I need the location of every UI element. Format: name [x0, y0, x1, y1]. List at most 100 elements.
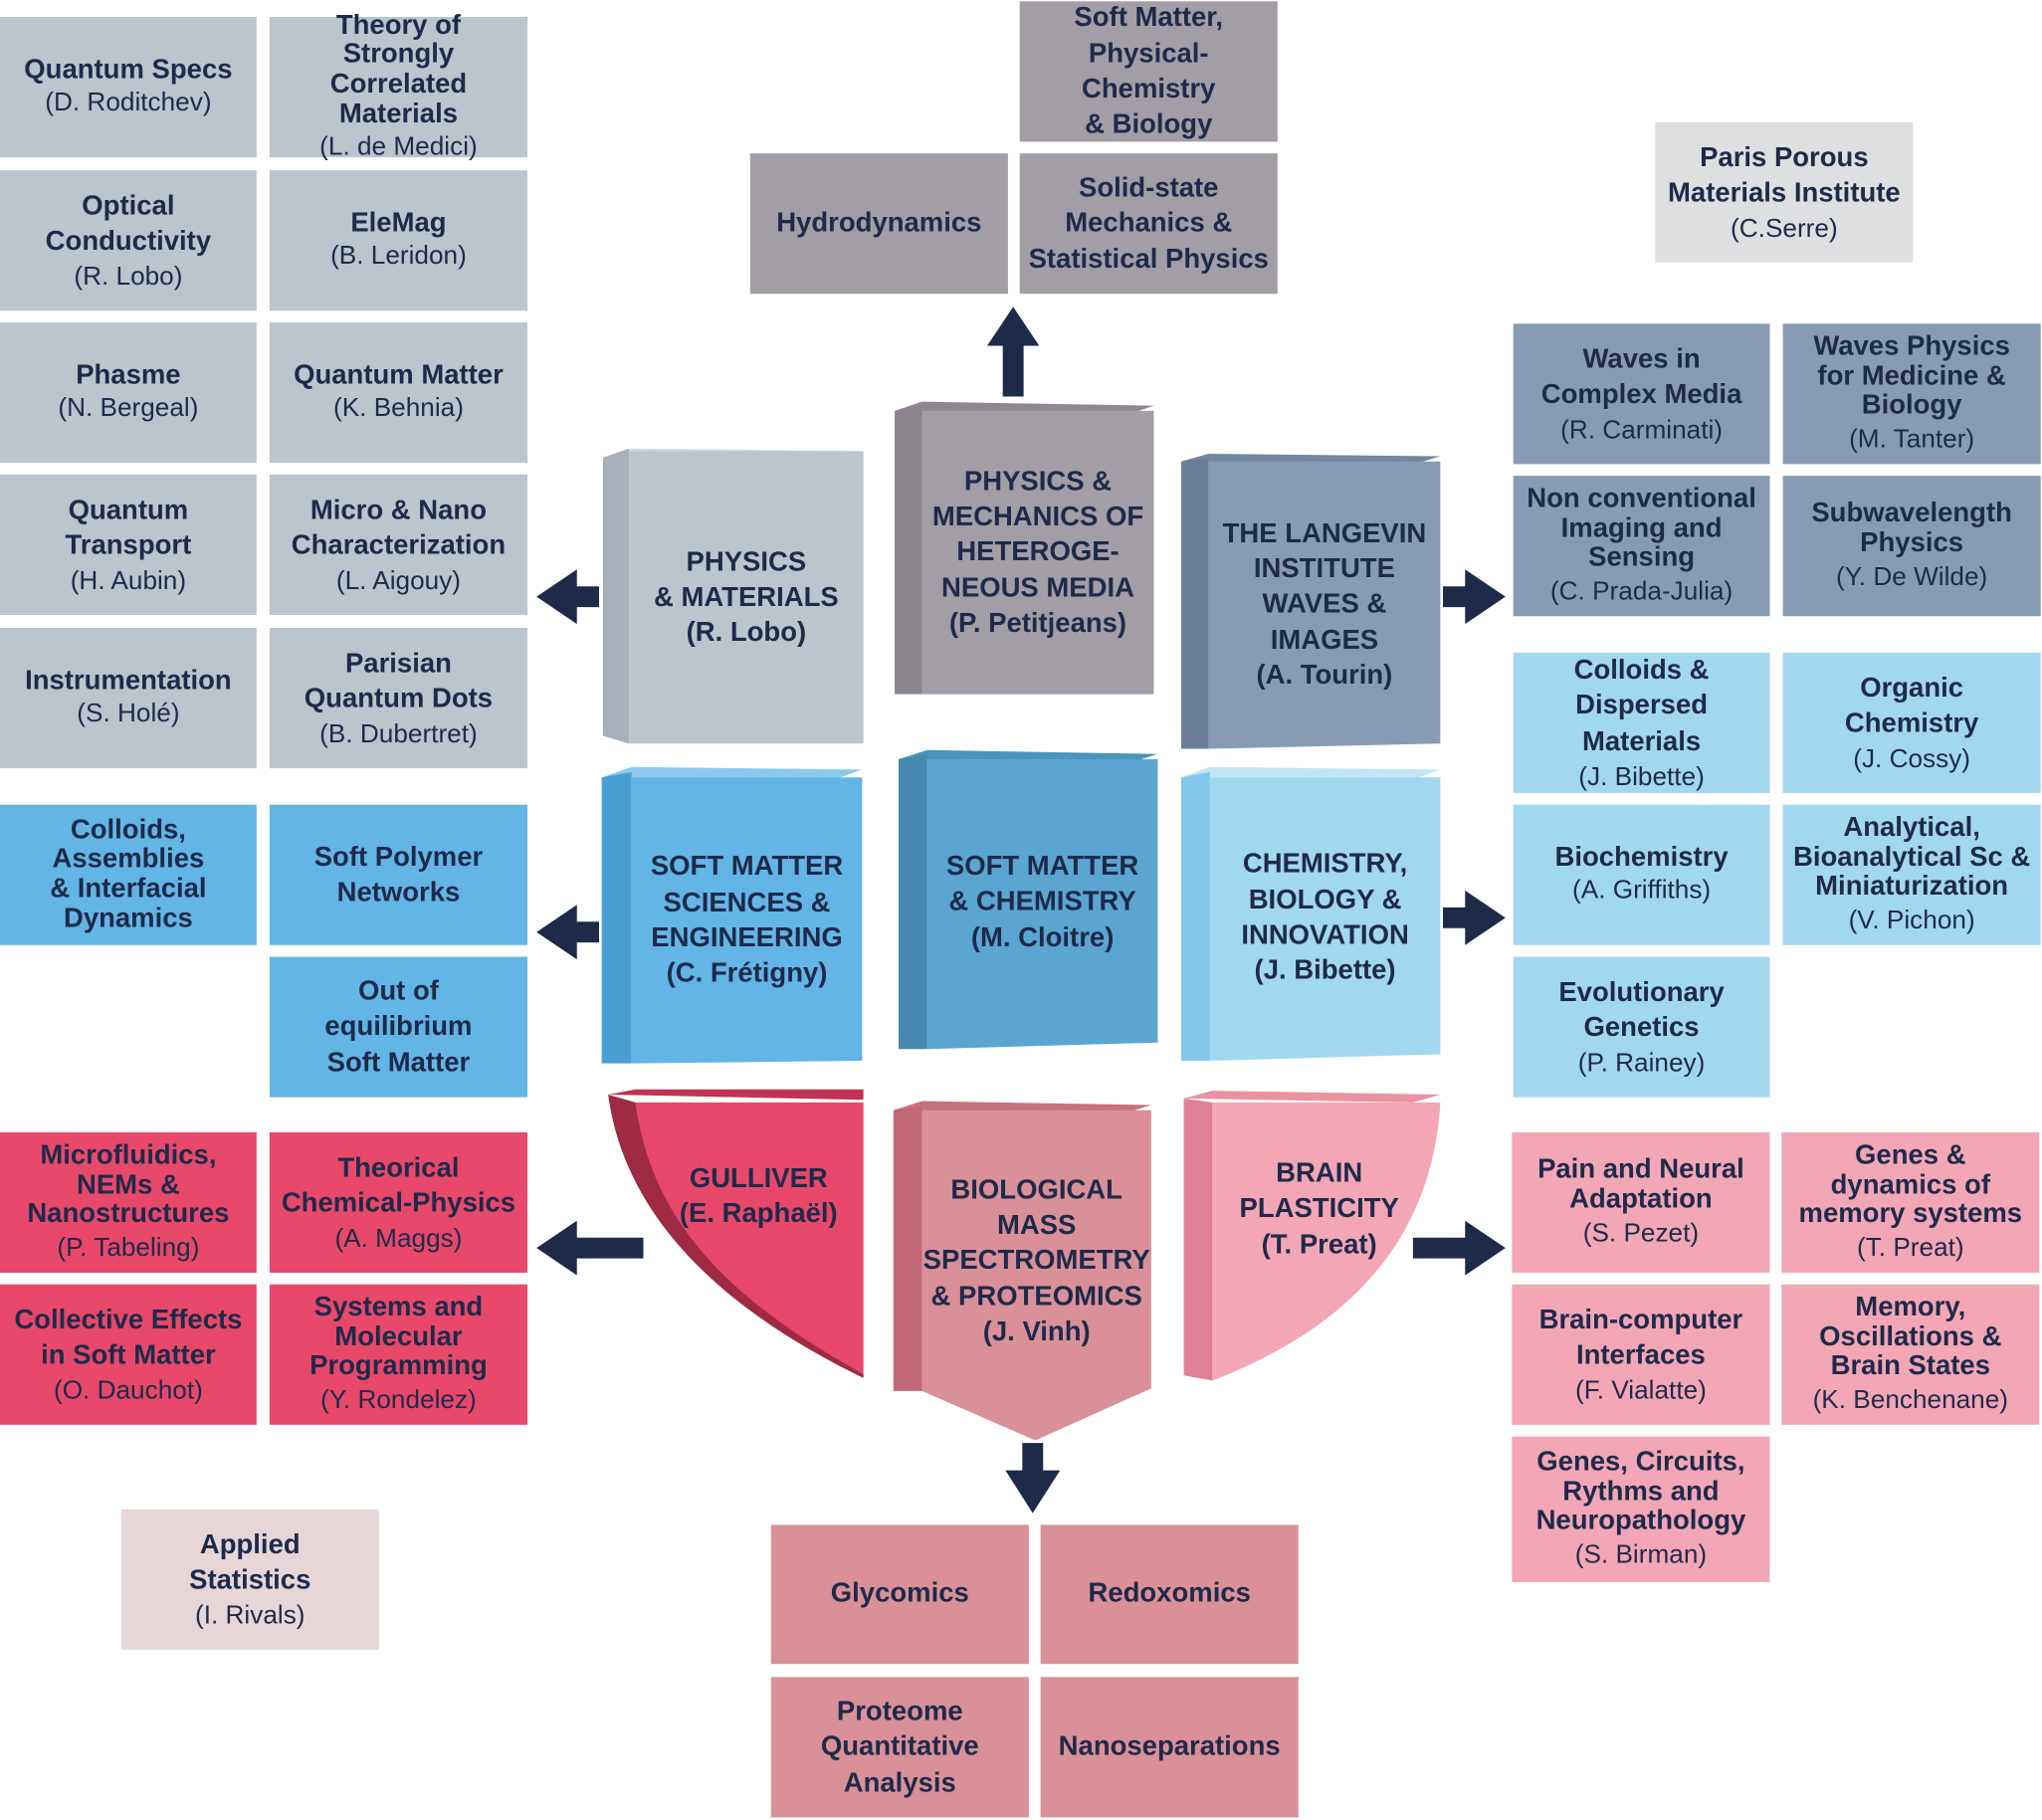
team-title: Genes & dynamics of memory systems	[1798, 1139, 2023, 1230]
team-person: (L. Aigouy)	[335, 566, 462, 596]
team-title: Memory, Oscillations & Brain States	[1819, 1292, 2002, 1381]
hub-soft-matter-eng-person: (C. Frétigny)	[666, 958, 828, 989]
team-person: (F. Vialatte)	[1574, 1376, 1707, 1406]
team-title: Hydrodynamics	[776, 207, 982, 238]
hub-chem-bio: CHEMISTRY, BIOLOGY & INNOVATION (J. Bibe…	[1210, 777, 1441, 1058]
team-solid-state: Solid-state Mechanics & Statistical Phys…	[1019, 153, 1278, 295]
team-collective-effects: Collective Effects in Soft Matter (O. Da…	[0, 1284, 257, 1425]
team-genes-memory: Genes & dynamics of memory systems (T. P…	[1781, 1131, 2040, 1273]
hub-bio-mass-person: (J. Vinh)	[982, 1316, 1091, 1347]
team-person: (C.Serre)	[1731, 214, 1838, 244]
team-title: EleMag	[350, 207, 447, 238]
team-person: (D. Roditchev)	[45, 89, 212, 118]
team-title: Quantum Matter	[294, 359, 504, 390]
team-evolutionary-genetics: Evolutionary Genetics (P. Rainey)	[1513, 956, 1770, 1098]
team-person: (B. Dubertret)	[319, 720, 478, 749]
team-quantum-specs: Quantum Specs (D. Roditchev)	[0, 16, 257, 158]
team-person: (V. Pichon)	[1848, 906, 1975, 935]
team-person: (A. Griffiths)	[1572, 876, 1712, 906]
hub-gulliver-block	[608, 1089, 864, 1378]
team-title: Colloids, Assemblies & Interfacial Dynam…	[50, 814, 207, 933]
hub-chem-bio-block	[1180, 766, 1441, 1062]
team-title: Theorical Chemical-Physics	[281, 1152, 516, 1219]
team-redoxomics: Redoxomics	[1040, 1524, 1299, 1665]
team-person: (B. Leridon)	[330, 242, 467, 272]
team-person: (J. Cossy)	[1853, 744, 1971, 774]
team-soft-matter-phys-chem: Soft Matter, Physical-Chemistry & Biolog…	[1019, 1, 1278, 142]
team-title: Phasme	[76, 359, 181, 390]
hub-brain-title: BRAIN PLASTICITY	[1239, 1158, 1399, 1224]
team-elemag: EleMag (B. Leridon)	[269, 170, 528, 311]
hub-bio-mass-title: BIOLOGICAL MASS SPECTROMETRY & PROTEOMIC…	[922, 1174, 1150, 1312]
hub-gulliver: GULLIVER (E. Raphaël)	[645, 1157, 873, 1235]
team-person: (S. Pezet)	[1582, 1219, 1700, 1248]
hub-langevin-title: THE LANGEVIN INSTITUTE WAVES & IMAGES	[1222, 517, 1427, 655]
hub-soft-matter-chem-person: (M. Cloitre)	[970, 922, 1115, 953]
team-out-equilibrium: Out of equilibrium Soft Matter	[269, 956, 528, 1098]
team-title: Genes, Circuits, Rythms and Neuropatholo…	[1535, 1447, 1746, 1536]
team-person: (Y. Rondelez)	[320, 1385, 477, 1415]
arrow-up	[986, 306, 1040, 397]
team-pain-neural: Pain and Neural Adaptation (S. Pezet)	[1512, 1131, 1770, 1273]
team-title: Colloids & Dispersed Materials	[1573, 655, 1710, 756]
team-title: Applied Statistics	[189, 1529, 311, 1595]
arrow-left-soft	[536, 905, 599, 960]
team-nanoseparations: Nanoseparations	[1040, 1677, 1299, 1818]
arrow-left-gulliver	[536, 1220, 644, 1276]
team-title: Redoxomics	[1088, 1578, 1251, 1609]
team-person: (I. Rivals)	[194, 1601, 306, 1631]
hub-gulliver-person: (E. Raphaël)	[679, 1198, 838, 1229]
team-applied-statistics: Applied Statistics (I. Rivals)	[120, 1509, 379, 1650]
team-title: Proteome Quantitative Analysis	[820, 1696, 979, 1798]
team-title: Optical Conductivity	[45, 190, 212, 257]
team-quantum-dots: Parisian Quantum Dots (B. Dubertret)	[269, 628, 528, 769]
team-analytical: Analytical, Bioanalytical Sc & Miniaturi…	[1782, 804, 2041, 945]
hub-soft-matter-chem-title: SOFT MATTER & CHEMISTRY	[945, 851, 1139, 917]
team-title: Evolutionary Genetics	[1558, 977, 1725, 1043]
hub-physics-mechanics-block	[895, 401, 1154, 695]
team-title: Quantum Specs	[24, 54, 233, 85]
team-title: Instrumentation	[25, 665, 232, 696]
hub-soft-matter-eng-title: SOFT MATTER SCIENCES & ENGINEERING	[650, 852, 844, 953]
team-title: Micro & Nano Characterization	[291, 495, 507, 561]
team-quantum-transport: Quantum Transport (H. Aubin)	[0, 474, 257, 615]
hub-physics-materials-title: PHYSICS & MATERIALS	[653, 546, 839, 613]
arrow-down	[1005, 1443, 1061, 1514]
hub-soft-matter-chem: SOFT MATTER & CHEMISTRY (M. Cloitre)	[927, 759, 1158, 1045]
team-title: Parisian Quantum Dots	[304, 648, 494, 714]
hub-chem-bio-title: CHEMISTRY, BIOLOGY & INNOVATION	[1241, 849, 1409, 951]
team-title: Soft Polymer Networks	[313, 842, 484, 908]
team-title: Microfluidics, NEMs & Nanostructures	[27, 1139, 230, 1230]
team-instrumentation: Instrumentation (S. Holé)	[0, 628, 257, 769]
hub-gulliver-title: GULLIVER	[689, 1162, 828, 1193]
hub-bio-mass: BIOLOGICAL MASS SPECTROMETRY & PROTEOMIC…	[922, 1163, 1151, 1358]
team-theory-correlated: Theory of Strongly Correlated Materials …	[269, 10, 528, 161]
hub-soft-matter-eng-block	[601, 766, 863, 1064]
team-title: Biochemistry	[1554, 842, 1729, 873]
arrows	[536, 306, 1506, 1514]
team-person: (P. Rainey)	[1577, 1049, 1706, 1079]
team-non-conventional: Non conventional Imaging and Sensing (C.…	[1513, 476, 1770, 617]
hub-physics-materials: PHYSICS & MATERIALS (R. Lobo)	[629, 451, 864, 743]
team-title: Solid-state Mechanics & Statistical Phys…	[1028, 172, 1269, 275]
team-phasme: Phasme (N. Bergeal)	[0, 321, 257, 464]
team-title: Waves in Complex Media	[1540, 343, 1742, 410]
team-person: (S. Holé)	[77, 700, 180, 729]
hub-brain-block	[1183, 1091, 1441, 1381]
team-subwavelength: Subwavelength Physics (Y. De Wilde)	[1782, 476, 2041, 617]
team-person: (M. Tanter)	[1849, 425, 1975, 454]
arrow-right-chem	[1443, 890, 1506, 945]
hub-soft-matter-chem-block	[898, 749, 1158, 1050]
team-title: Pain and Neural Adaptation	[1537, 1154, 1744, 1215]
team-theorical-chem: Theorical Chemical-Physics (A. Maggs)	[269, 1131, 528, 1273]
team-title: Paris Porous Materials Institute	[1668, 142, 1901, 209]
team-person: (P. Tabeling)	[57, 1233, 200, 1263]
team-title: Waves Physics for Medicine & Biology	[1813, 331, 2010, 421]
team-person: (O. Dauchot)	[53, 1376, 203, 1406]
hub-langevin-block	[1180, 453, 1441, 749]
team-person: (Y. De Wilde)	[1835, 562, 1988, 591]
team-person: (T. Preat)	[1856, 1233, 1964, 1263]
hub-soft-matter-eng: SOFT MATTER SCIENCES & ENGINEERING (C. F…	[632, 777, 863, 1063]
